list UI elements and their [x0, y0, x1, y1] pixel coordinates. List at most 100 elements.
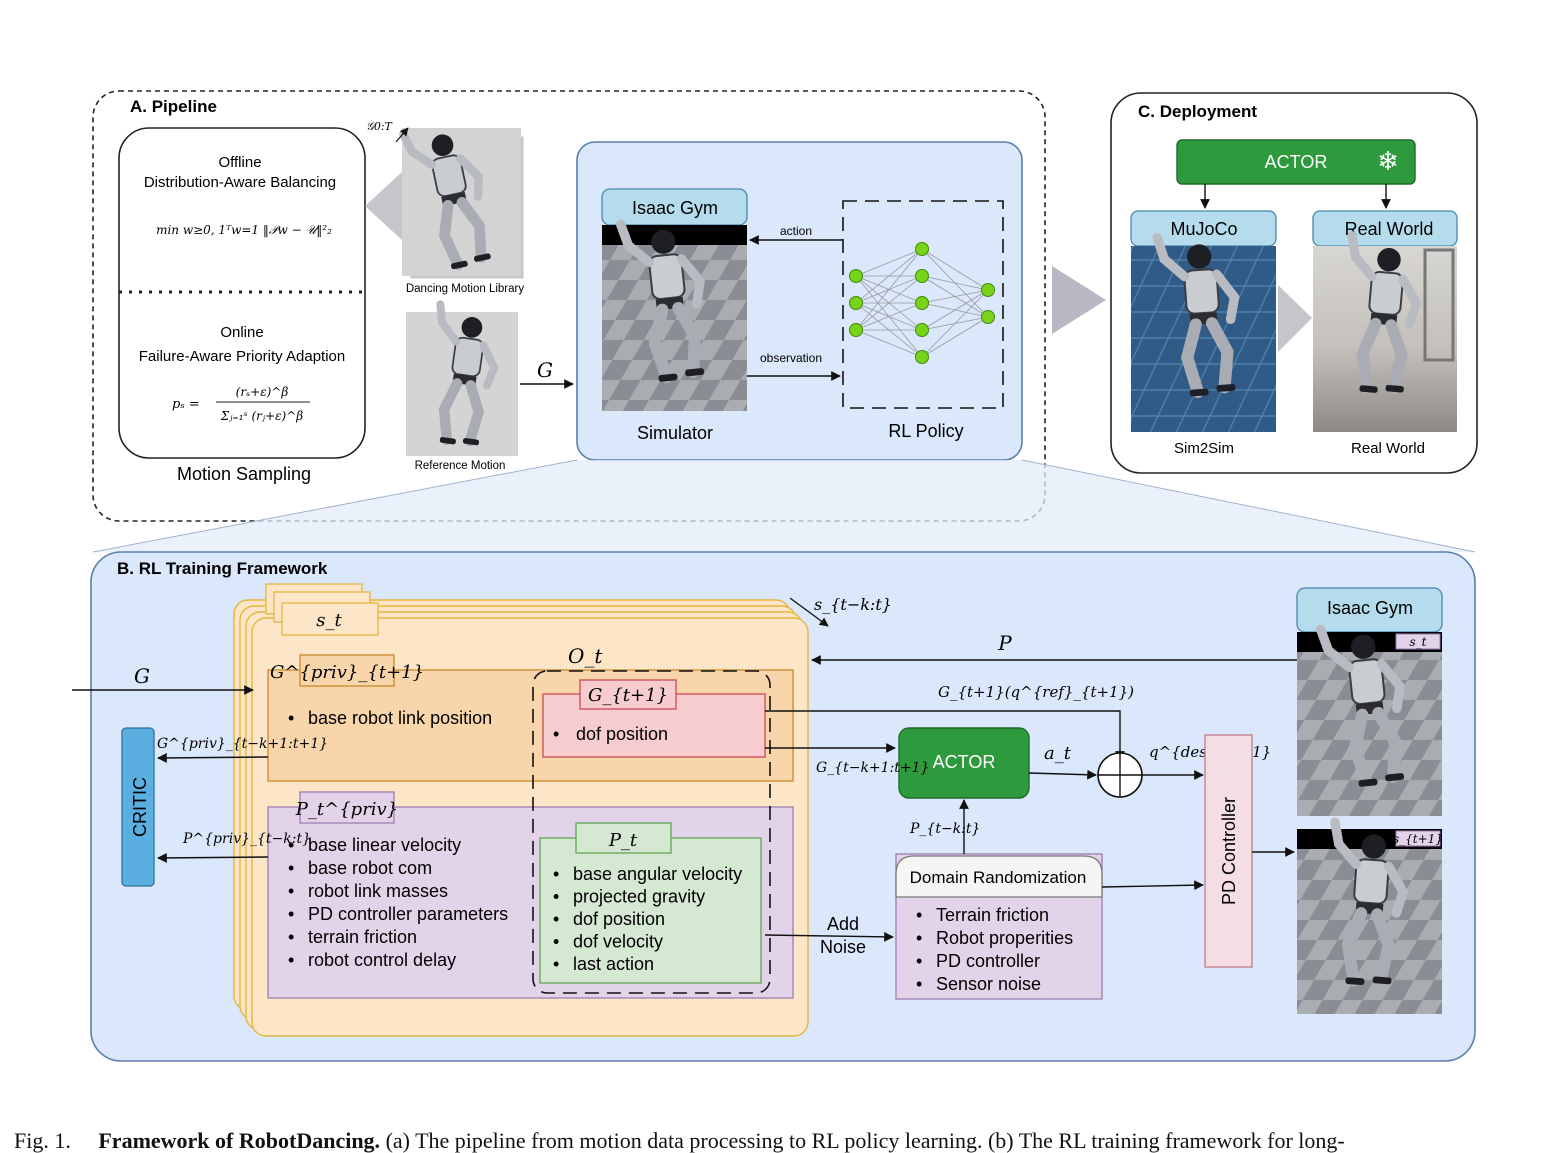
- offline-subtitle: Distribution-Aware Balancing: [144, 174, 336, 191]
- prop-list-bullet: •: [553, 954, 559, 974]
- network-node: [849, 269, 863, 283]
- priv-list-bullet: •: [288, 858, 294, 878]
- online-formula-denominator: Σⱼ₌₁ˢ (rⱼ+ε)^β: [220, 409, 303, 423]
- library-to-sampling-arrow: [365, 172, 402, 240]
- online-subtitle: Failure-Aware Priority Adaption: [139, 348, 345, 365]
- dr-list-item: Robot properities: [936, 928, 1073, 948]
- p-priv-to-critic-arrow: [157, 853, 269, 863]
- network-node: [849, 296, 863, 310]
- isaac-gym-frame-t: [1297, 622, 1442, 816]
- g-priv-to-critic-arrow: [157, 753, 269, 763]
- simulator-image: [602, 217, 747, 411]
- prop-list-bullet: •: [553, 864, 559, 884]
- prop-list-item: last action: [573, 954, 654, 974]
- real-world-caption: Real World: [1351, 440, 1425, 457]
- priv-list-item: robot control delay: [308, 950, 456, 970]
- observation-label: observation: [760, 351, 822, 365]
- g-ref-arrow: [765, 710, 1125, 761]
- reference-motion-image: [406, 304, 518, 456]
- g-priv-tab: [299, 654, 395, 687]
- dr-list: •Terrain friction•Robot properities•PD c…: [916, 905, 1073, 994]
- priv-list-item: robot link masses: [308, 881, 448, 901]
- network-edge: [855, 329, 923, 358]
- real-world-title: Real World: [1345, 219, 1434, 239]
- p-t-label: P_t: [608, 830, 638, 851]
- dr-list-bullet: •: [916, 905, 922, 925]
- rl-training-title: B. RL Training Framework: [117, 559, 328, 578]
- p-t-tab: [575, 822, 672, 854]
- priv-list-bullet: •: [288, 904, 294, 924]
- online-label: Online: [220, 324, 263, 341]
- neural-network-icon: [849, 242, 995, 364]
- a-t-label: a_t: [1044, 743, 1072, 764]
- deployment-section: C. Deployment ACTOR ❄ MuJoCo Sim2Sim Rea…: [1110, 92, 1478, 474]
- caption-text: (a) The pipeline from motion data proces…: [385, 1128, 1345, 1153]
- rl-policy-label: RL Policy: [888, 421, 963, 441]
- online-formula-lhs: pₛ =: [172, 397, 200, 412]
- action-label: action: [780, 224, 812, 238]
- network-node: [915, 296, 929, 310]
- p-priv-tab: [299, 791, 395, 824]
- frame-st1-label: s_{t+1}: [1393, 832, 1443, 846]
- g-priv-label: G^{priv}_{t+1}: [270, 662, 424, 683]
- st-tab: [281, 602, 379, 636]
- isaac-gym-title-b: Isaac Gym: [1327, 598, 1413, 618]
- rl-training-section: B. RL Training Framework s_t s_{t−k:t} G…: [72, 551, 1476, 1062]
- deployment-actor-box: [1176, 139, 1416, 185]
- g-next-item: dof position: [576, 724, 668, 744]
- frame-st-label: s_t: [1410, 635, 1427, 649]
- priv-list: •base linear velocity•base robot com•rob…: [288, 835, 508, 970]
- priv-list-item: base linear velocity: [308, 835, 461, 855]
- observation-region: [532, 670, 771, 994]
- prop-list-bullet: •: [553, 887, 559, 907]
- network-edge: [855, 248, 923, 304]
- actor-box: [898, 727, 1030, 799]
- prop-list-item: dof position: [573, 909, 665, 929]
- caption-bold: Framework of RobotDancing.: [98, 1128, 381, 1153]
- pipeline-section: A. Pipeline Offline Distribution-Aware B…: [92, 90, 1046, 522]
- dancing-library-label: Dancing Motion Library: [406, 283, 525, 295]
- o-t-label: O_t: [568, 644, 603, 668]
- g-priv-item: base robot link position: [308, 708, 492, 728]
- g-input-label-b: G: [134, 664, 150, 688]
- pd-controller-box: [1204, 734, 1253, 968]
- simulator-label: Simulator: [637, 423, 713, 443]
- network-node: [915, 242, 929, 256]
- deployment-title: C. Deployment: [1138, 102, 1257, 121]
- g-priv-item-bullet: •: [288, 708, 294, 728]
- network-edge: [921, 275, 989, 291]
- dr-list-bullet: •: [916, 928, 922, 948]
- real-world-image: [1313, 236, 1457, 432]
- noise-arrow: [764, 931, 894, 942]
- priv-list-bullet: •: [288, 950, 294, 970]
- svg-text:•: •: [553, 724, 559, 744]
- prop-list-item: base angular velocity: [573, 864, 742, 884]
- network-edge: [921, 316, 989, 358]
- caption-fig: Fig. 1.: [14, 1128, 71, 1153]
- network-edge: [855, 275, 923, 331]
- priv-list-item: terrain friction: [308, 927, 417, 947]
- g-next-tab: [579, 679, 677, 710]
- dr-title: Domain Randomization: [910, 868, 1087, 887]
- g-input-label: G: [537, 358, 553, 382]
- reference-motion-label: Reference Motion: [415, 460, 506, 472]
- snowflake-icon: ❄: [1377, 146, 1399, 176]
- dr-list-item: Terrain friction: [936, 905, 1049, 925]
- zoom-connector: [93, 460, 1475, 552]
- p-feedback-label: P: [997, 631, 1012, 655]
- p-priv-label: P_t^{priv}: [295, 799, 398, 820]
- rl-policy-box: [842, 200, 1004, 409]
- mujoco-title: MuJoCo: [1170, 219, 1237, 239]
- network-edge: [855, 302, 923, 331]
- deployment-actor-label: ACTOR: [1265, 152, 1328, 172]
- dancing-motion-library-image: [402, 120, 525, 280]
- add-noise-label-1: Add: [827, 914, 859, 934]
- network-edge: [855, 248, 923, 277]
- dr-list-item: PD controller: [936, 951, 1040, 971]
- isaac-gym-frame-t1: [1297, 822, 1442, 1014]
- p-priv-out-label: P^{priv}_{t−k:t}: [182, 831, 311, 847]
- sim2sim-label: Sim2Sim: [1174, 440, 1234, 457]
- sim2real-arrow: [1278, 285, 1312, 352]
- prop-list: •base angular velocity•projected gravity…: [553, 864, 742, 974]
